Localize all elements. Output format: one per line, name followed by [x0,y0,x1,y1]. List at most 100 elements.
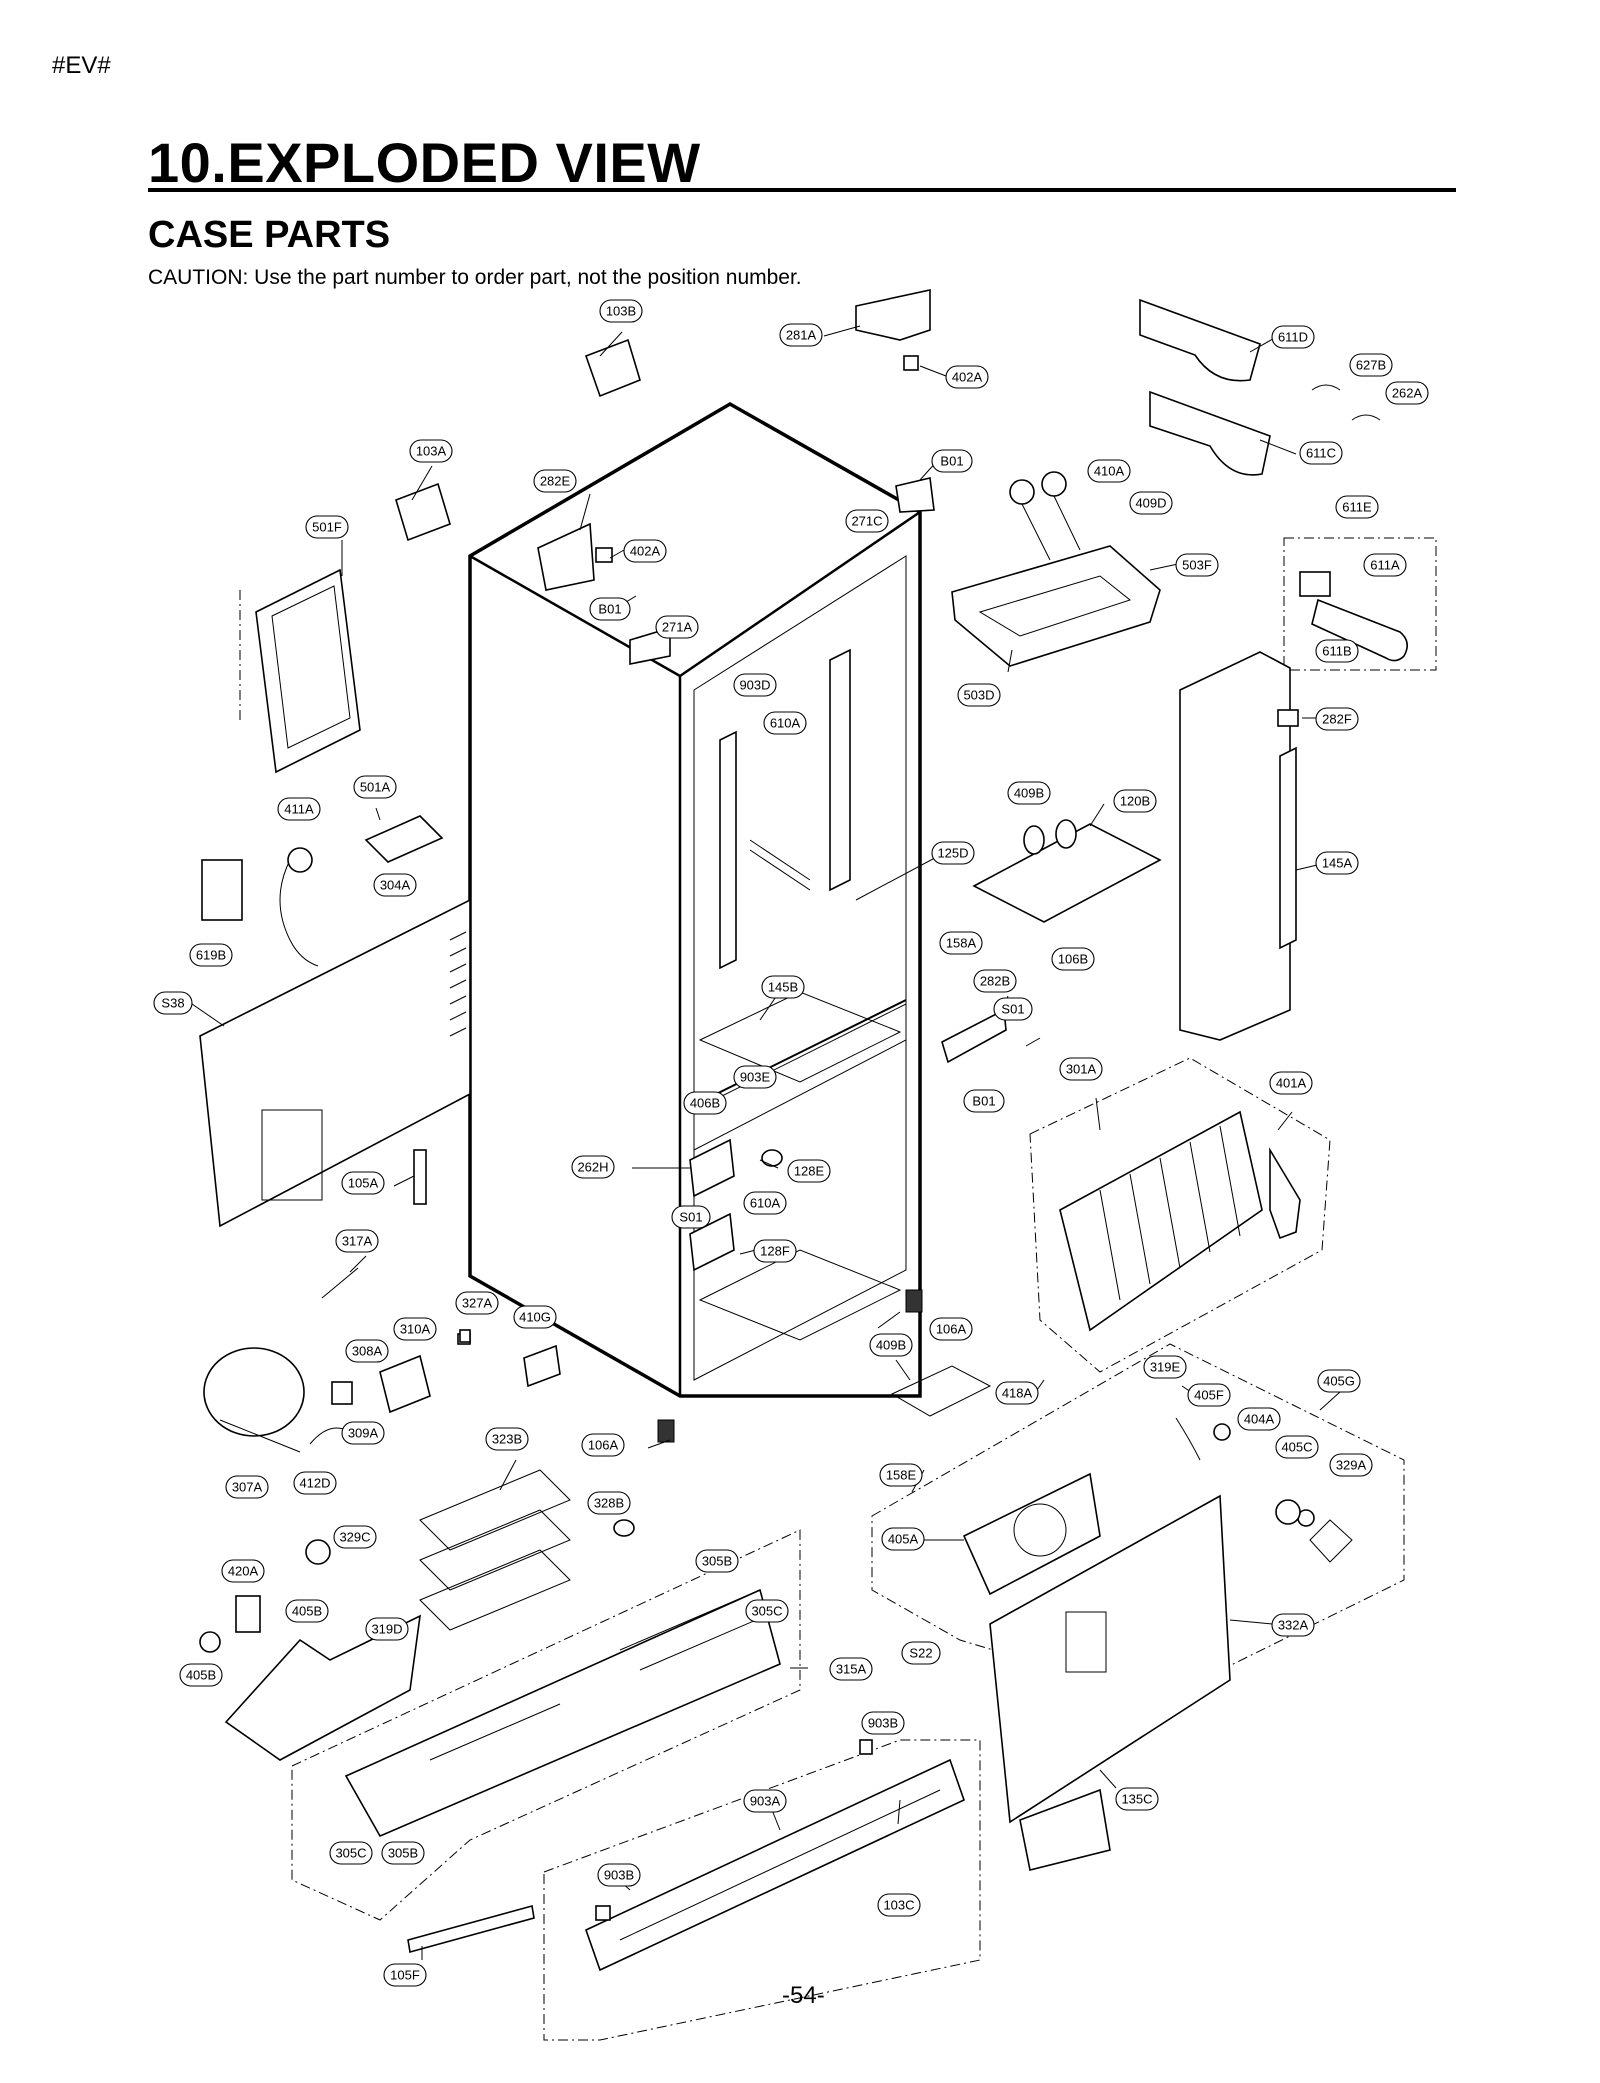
callout-label: 135C [1121,1792,1152,1807]
callout-145b: 145B [761,975,805,999]
callout-label: 332A [1278,1618,1309,1633]
lamp-cover-upper [972,819,1162,923]
callout-271a: 271A [655,615,699,639]
callout-label: 158A [946,936,977,951]
callout-label: 405G [1323,1374,1355,1389]
callout-label: 406B [690,1096,720,1111]
callout-145a: 145A [1315,851,1359,875]
callout-label: 305C [751,1604,782,1619]
callout-label: 145B [768,980,798,995]
callout-label: 125D [937,846,968,861]
callout-label: 310A [400,1322,431,1337]
callout-610a: 610A [743,1191,787,1215]
caution-note: CAUTION: Use the part number to order pa… [148,266,802,289]
callout-label: 328B [594,1496,624,1511]
callout-120b: 120B [1113,789,1157,813]
callout-label: 619B [196,948,226,963]
bracket-282b [941,1008,1007,1064]
callout-label: 611C [1306,446,1336,461]
machine-cover-304a [199,898,471,1228]
callout-262h: 262H [571,1155,615,1179]
callout-301a: 301A [1059,1057,1103,1081]
callout-402a-top: 402A [945,365,989,389]
callout-305b-top: 305B [695,1549,739,1573]
callout-label: 611E [1342,500,1372,515]
callout-b01-mid: B01 [589,597,631,621]
callout-label: 281A [786,328,817,343]
callout-label: 329A [1336,1458,1367,1473]
callout-319e: 319E [1143,1355,1187,1379]
callout-501a: 501A [353,775,397,799]
callout-label: 610A [770,716,801,731]
callout-label: 412D [299,1476,330,1491]
callout-label: 315A [836,1662,867,1677]
callout-158a: 158A [939,931,983,955]
callout-420a: 420A [221,1559,265,1583]
callout-label: 409D [1135,496,1166,511]
callout-103b: 103B [599,299,643,323]
callout-label: 103A [416,444,447,459]
callout-327a: 327A [455,1291,499,1315]
callout-label: 262A [1392,386,1423,401]
callout-402a: 402A [623,539,667,563]
callout-label: 309A [348,1426,379,1441]
callout-label: 145A [1322,856,1353,871]
callout-label: 323B [492,1432,522,1447]
callout-label: 106A [936,1322,967,1337]
callout-307a: 307A [225,1475,269,1499]
callout-label: 418A [1002,1386,1033,1401]
callout-label: 305B [388,1846,418,1861]
callout-label: S01 [1001,1002,1024,1017]
callout-305c: 305C [329,1841,373,1865]
callout-b01-low: B01 [963,1089,1005,1113]
callout-label: 105F [390,1968,420,1983]
callout-329a: 329A [1329,1453,1373,1477]
callout-158e: 158E [879,1463,923,1487]
callout-label: 405B [186,1668,216,1683]
callout-b01-top: B01 [931,449,973,473]
duct-assembly [1179,651,1299,1041]
callout-label: 503F [1182,558,1212,573]
callout-label: 305B [702,1554,732,1569]
callout-128f: 128F [753,1239,797,1263]
callout-label: 405A [888,1532,919,1547]
callout-412d: 412D [293,1471,337,1495]
callout-label: 271C [851,514,882,529]
callout-903b-top: 903B [861,1711,905,1735]
callout-label: 503D [963,688,994,703]
callout-s01: S01 [671,1205,711,1229]
callout-418a: 418A [995,1381,1039,1405]
heater-and-cord [201,847,319,967]
callout-319d: 319D [365,1617,409,1641]
section-subtitle: CASE PARTS [148,214,391,256]
callout-611c: 611C [1299,441,1343,465]
callout-135c: 135C [1115,1787,1159,1811]
callout-308a: 308A [345,1339,389,1363]
callout-label: 401A [1276,1076,1307,1091]
callout-label: 402A [952,370,983,385]
callout-label: 282F [1322,712,1352,727]
callout-label: 411A [284,802,314,817]
callout-label: 304A [380,878,411,893]
callout-label: 903E [740,1070,771,1085]
document-tag: #EV# [52,52,111,79]
callout-501f: 501F [305,515,349,539]
callout-409b-top: 409B [1007,781,1051,805]
cabinet-body [468,401,922,1398]
base-plate [291,1529,801,1921]
callout-label: 327A [462,1296,493,1311]
callout-309a: 309A [341,1421,385,1445]
page-number: -54- [782,1982,825,2009]
callout-label: 903B [868,1716,898,1731]
callout-label: 305C [335,1846,366,1861]
back-panel-332a [989,1494,1231,1871]
callout-503d: 503D [957,683,1001,707]
callout-304a: 304A [373,873,417,897]
callout-282b: 282B [973,969,1017,993]
callout-105a: 105A [341,1171,385,1195]
callout-label: 262H [577,1160,608,1175]
callout-label: 405F [1194,1388,1224,1403]
callout-label: 282B [980,974,1010,989]
callout-label: 329C [339,1530,370,1545]
callout-305b: 305B [381,1841,425,1865]
